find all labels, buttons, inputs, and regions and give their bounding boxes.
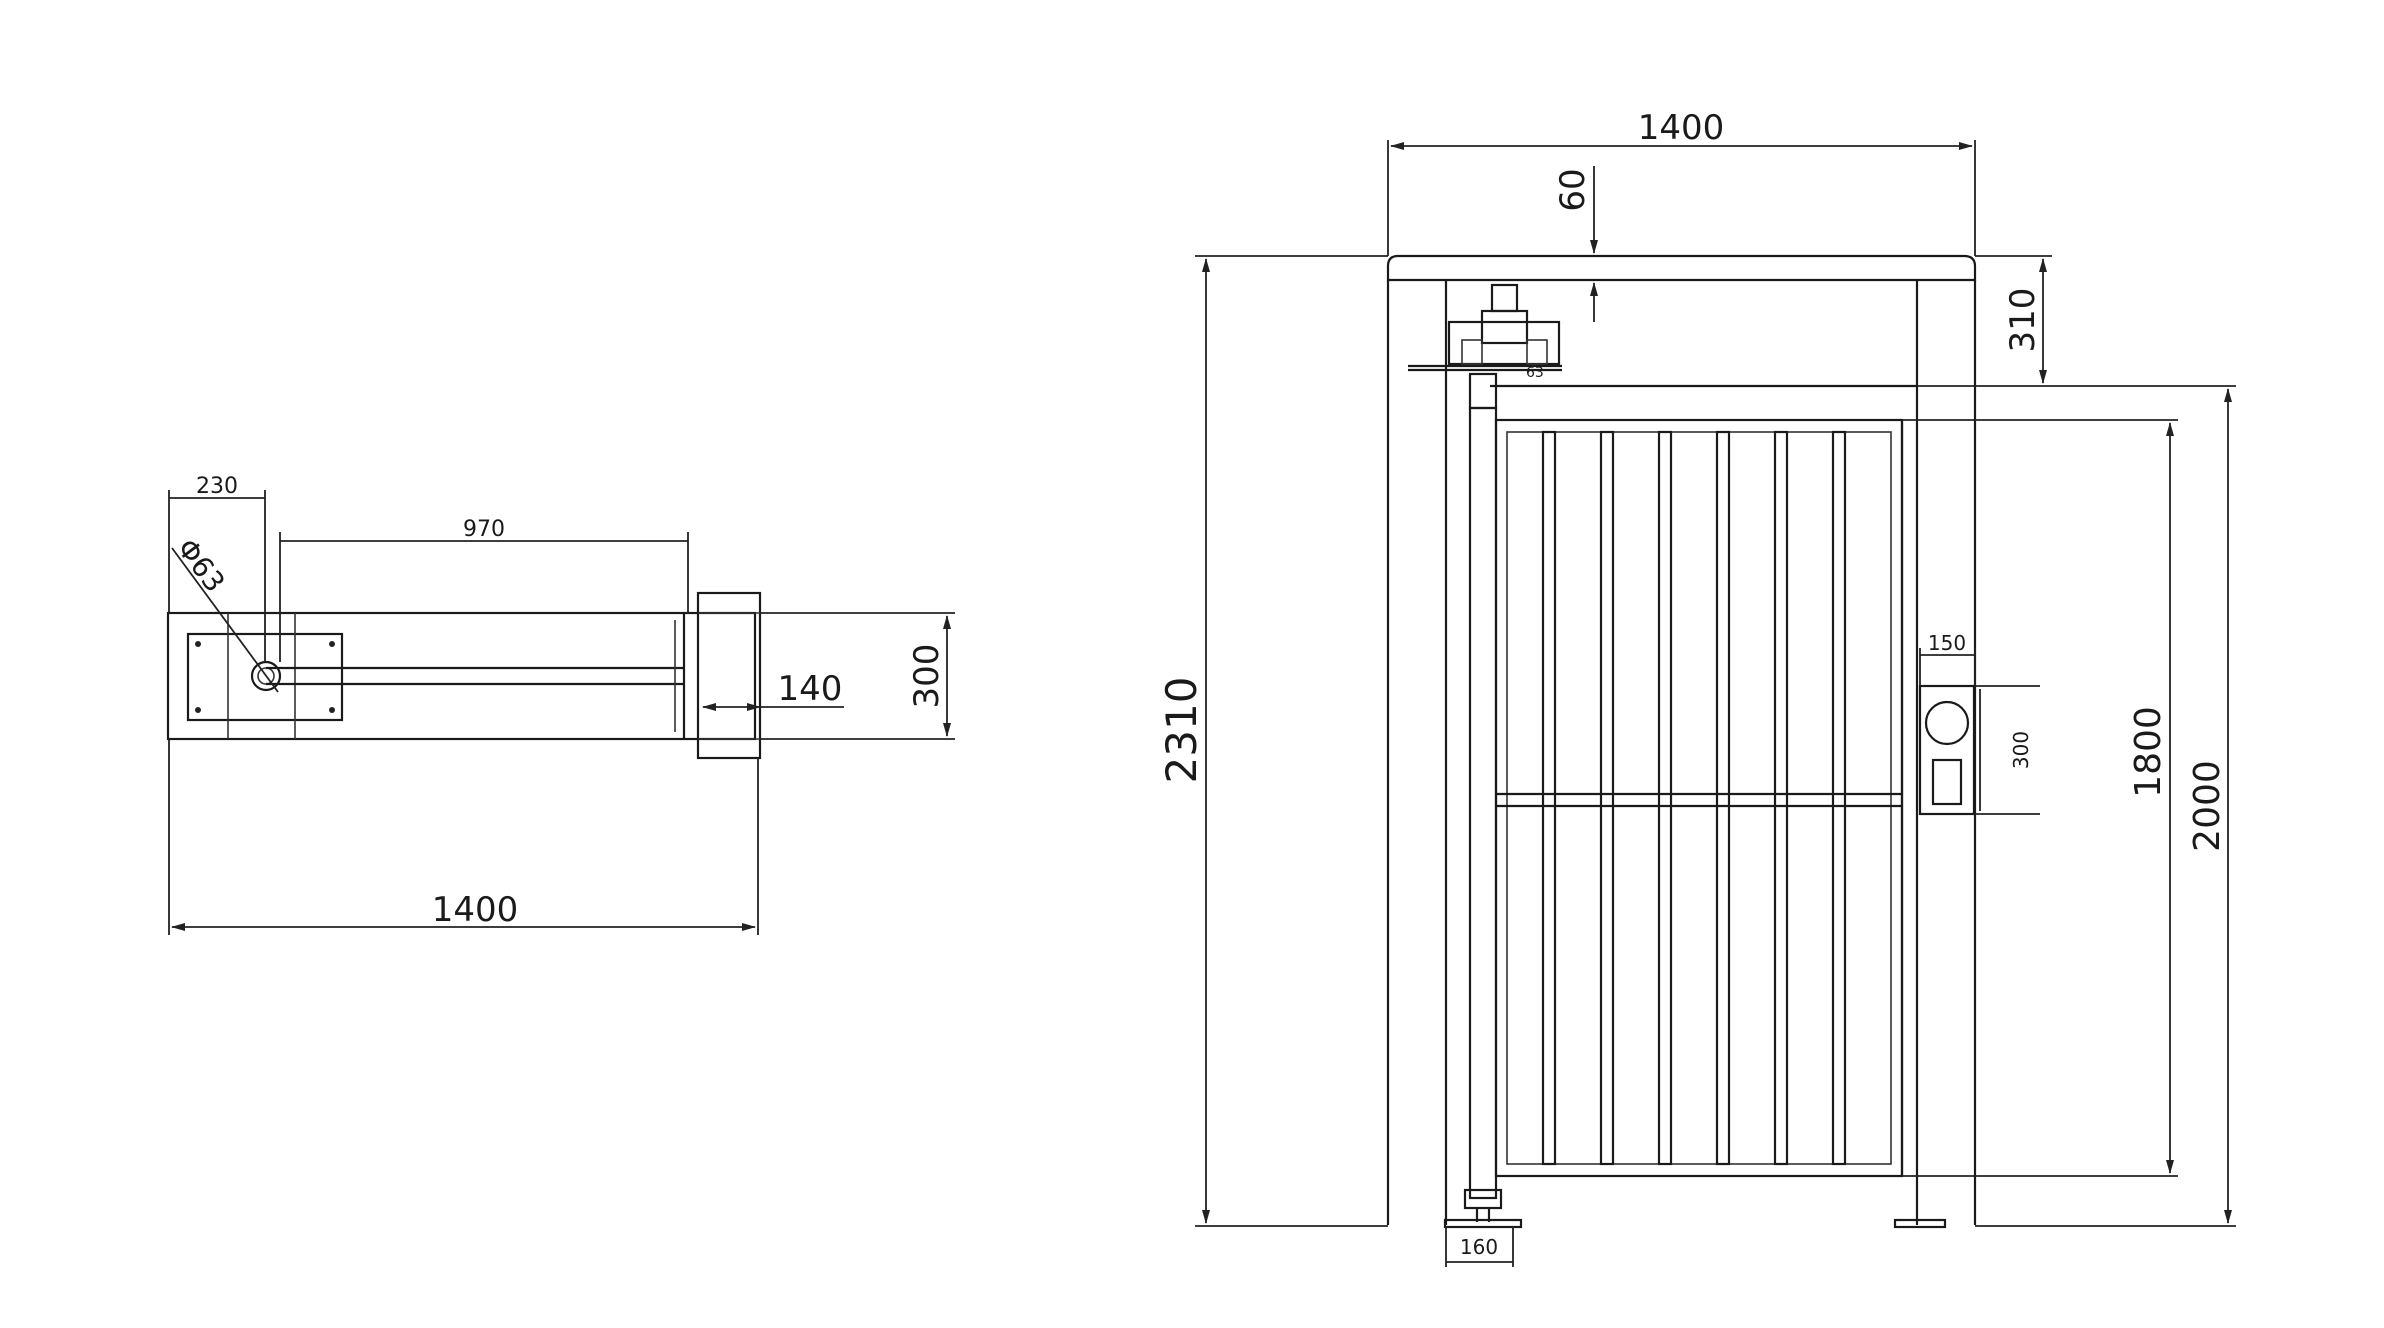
dim-label-160: 160 <box>1460 1235 1498 1259</box>
top-beam <box>1386 254 1977 282</box>
motor-detail <box>1461 339 1483 365</box>
dim-label-1400: 1400 <box>432 890 519 930</box>
gate-frame <box>1494 418 1904 1178</box>
right-foot-plate <box>1893 1218 1947 1229</box>
shaft-collar <box>1463 1188 1503 1210</box>
dim-label-60: 60 <box>1553 168 1593 211</box>
front-view: 63 1400 <box>1157 108 2236 1267</box>
top-view-base-outline <box>166 611 757 741</box>
gate-frame-inner <box>1506 431 1892 1165</box>
dim-label-230: 230 <box>196 474 238 499</box>
dim-label-140: 140 <box>778 669 843 709</box>
dim-label-phi63: Φ63 <box>170 532 231 598</box>
dim-label-1400: 1400 <box>1638 108 1725 148</box>
motor-bracket <box>1447 320 1561 366</box>
pivot-circle <box>250 660 282 692</box>
dim-label-300: 300 <box>2009 731 2033 769</box>
plate-bolt <box>195 707 201 713</box>
gate-bar <box>1657 430 1673 1166</box>
motor-detail <box>1526 339 1548 365</box>
gate-bars <box>1541 430 1847 1166</box>
motor-top <box>1490 283 1519 313</box>
dim-label-310: 310 <box>2003 288 2043 353</box>
motor-assembly: 63 <box>1408 283 1562 410</box>
dim-label-150: 150 <box>1928 631 1966 655</box>
dim-label-63: 63 <box>1526 365 1544 381</box>
gate-bar <box>1541 430 1557 1166</box>
motor-body <box>1480 309 1529 345</box>
dim-label-1800: 1800 <box>2128 706 2169 798</box>
card-reader-icon <box>1924 700 1970 746</box>
dim-label-2310: 2310 <box>1157 677 1206 784</box>
gate-bar <box>1831 430 1847 1166</box>
gate-bar <box>1715 430 1731 1166</box>
gate-bar <box>1773 430 1789 1166</box>
pivot-shaft <box>1468 406 1498 1200</box>
dim-label-970: 970 <box>463 517 505 542</box>
gate-bar <box>1599 430 1615 1166</box>
dim-label-2000: 2000 <box>2187 760 2228 852</box>
display-screen <box>1931 758 1963 806</box>
right-post-block <box>696 591 762 760</box>
plate-bolt <box>329 707 335 713</box>
top-view: 230 970 Φ63 140 300 1400 <box>166 474 955 935</box>
dim-leader-phi63 <box>171 547 279 693</box>
coupling <box>1468 372 1498 410</box>
plate-bolt <box>329 641 335 647</box>
control-panel <box>1918 684 1976 816</box>
plate-bolt <box>195 641 201 647</box>
dim-label-300: 300 <box>907 644 947 709</box>
foot-plate <box>1443 1218 1523 1229</box>
